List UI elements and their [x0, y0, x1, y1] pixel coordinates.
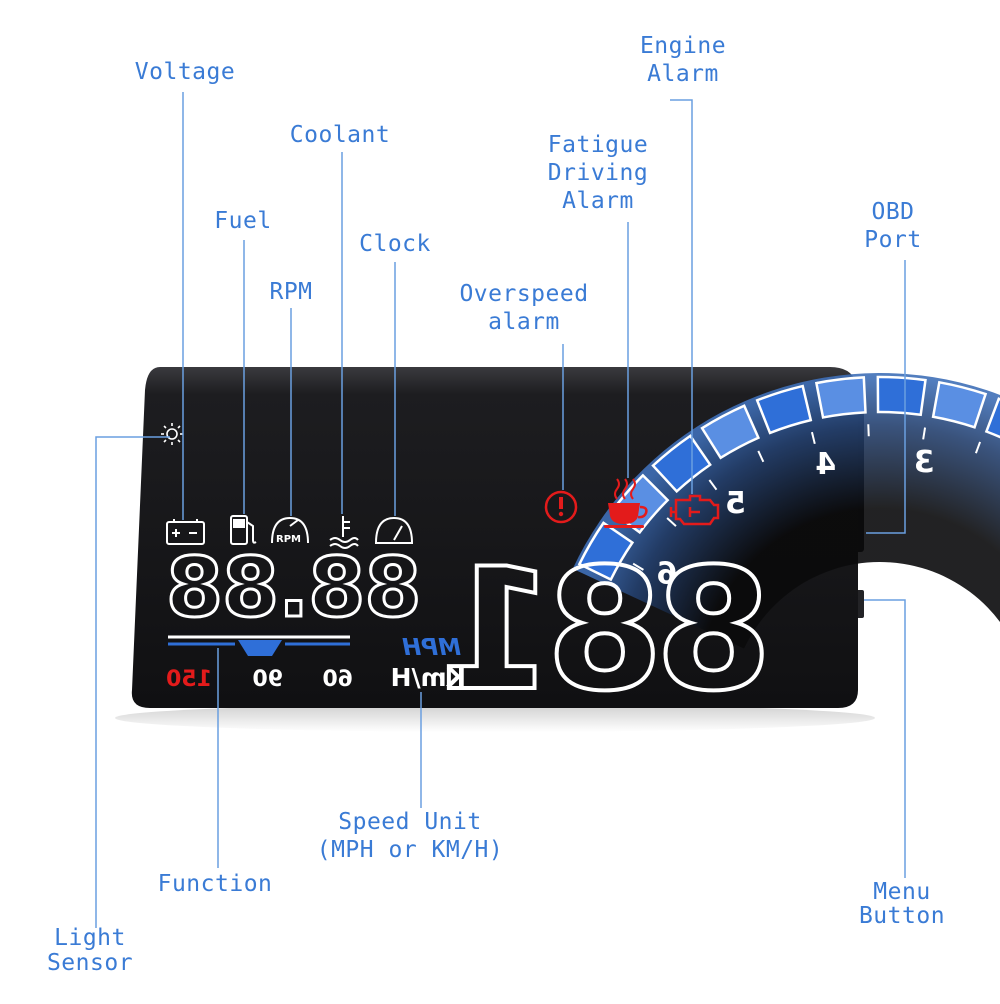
- label-speed-unit-line2: (MPH or KM/H): [290, 836, 530, 864]
- label-voltage: Voltage: [110, 58, 260, 86]
- label-fatigue-line3: Alarm: [523, 187, 673, 215]
- label-voltage-text: Voltage: [110, 58, 260, 86]
- function-scale-90: 90: [252, 667, 283, 692]
- label-engine-alarm-line2: Alarm: [608, 60, 758, 88]
- multi-function-digits: 88.88: [166, 541, 420, 636]
- label-obd-line1: OBD: [828, 198, 958, 226]
- rpm-gauge-segment: [878, 377, 926, 415]
- label-fatigue-line2: Driving: [523, 159, 673, 187]
- label-light-line2: Sensor: [30, 951, 150, 976]
- rpm-gauge-label: 3: [914, 445, 935, 480]
- label-fatigue-line1: Fatigue: [523, 131, 673, 159]
- label-fuel-text: Fuel: [183, 207, 303, 235]
- label-coolant: Coolant: [265, 121, 415, 149]
- label-coolant-text: Coolant: [265, 121, 415, 149]
- rpm-gauge-label: 5: [725, 486, 746, 521]
- function-scale-60: 60: [322, 667, 353, 692]
- label-rpm-text: RPM: [231, 278, 351, 306]
- label-clock-text: Clock: [335, 230, 455, 258]
- label-light-line1: Light: [30, 926, 150, 951]
- rpm-gauge-label: 4: [815, 447, 836, 482]
- label-function: Function: [140, 870, 290, 898]
- label-engine-alarm-line1: Engine: [608, 32, 758, 60]
- label-menu-line1: Menu: [842, 880, 962, 904]
- label-speed-unit: Speed Unit(MPH or KM/H): [290, 808, 530, 864]
- label-clock: Clock: [335, 230, 455, 258]
- function-scale-150: 150: [166, 667, 212, 692]
- label-obd-line2: Port: [828, 226, 958, 254]
- rpm-gauge-segment: [816, 377, 865, 417]
- label-overspeed-line1: Overspeed: [434, 280, 614, 308]
- label-menu-line2: Button: [842, 904, 962, 928]
- label-fuel: Fuel: [183, 207, 303, 235]
- label-function-text: Function: [140, 870, 290, 898]
- label-rpm: RPM: [231, 278, 351, 306]
- speed-digits: 881: [445, 532, 772, 728]
- leader-menu: [864, 600, 905, 878]
- label-overspeed-line2: alarm: [434, 308, 614, 336]
- label-speed-unit-line1: Speed Unit: [290, 808, 530, 836]
